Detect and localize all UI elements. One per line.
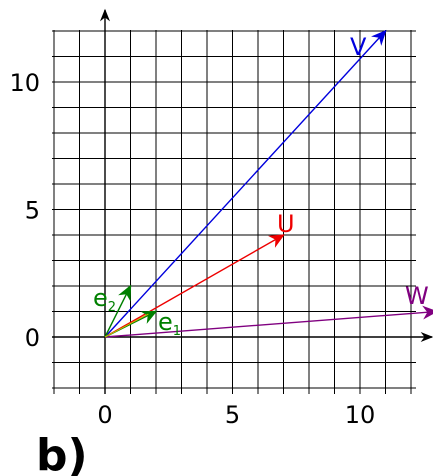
vector-label-text: W	[405, 282, 429, 310]
vector-label-text: e	[158, 308, 173, 336]
x-tick-label: 0	[97, 401, 112, 429]
vector-label-subscript: 2	[108, 300, 116, 315]
vector-label-text: V	[350, 33, 367, 61]
y-tick-label: 5	[25, 197, 40, 225]
vector-label-e1: e1	[158, 308, 181, 339]
vector-label-v: V	[350, 33, 367, 61]
panel-label: b)	[36, 430, 88, 476]
y-tick-label: 10	[9, 69, 40, 97]
y-tick-label: 0	[25, 324, 40, 352]
vector-w	[104, 305, 433, 338]
vector-label-text: e	[93, 284, 108, 312]
x-tick-label: 10	[345, 401, 376, 429]
axes	[52, 8, 433, 394]
vectors	[104, 29, 433, 338]
vector-label-subscript: 1	[173, 324, 181, 339]
vector-e2	[104, 284, 132, 338]
basis-trace-line	[104, 313, 149, 338]
vector-u	[104, 234, 285, 338]
vector-label-u: U	[277, 210, 295, 238]
vector-label-e2: e2	[93, 284, 116, 315]
vector-label-text: U	[277, 210, 295, 238]
tick-labels: 0 5 10 0 5 10	[9, 69, 375, 429]
grid	[52, 30, 416, 394]
x-tick-label: 5	[225, 401, 240, 429]
vector-label-w: W	[405, 282, 429, 310]
vector-v	[104, 29, 387, 338]
